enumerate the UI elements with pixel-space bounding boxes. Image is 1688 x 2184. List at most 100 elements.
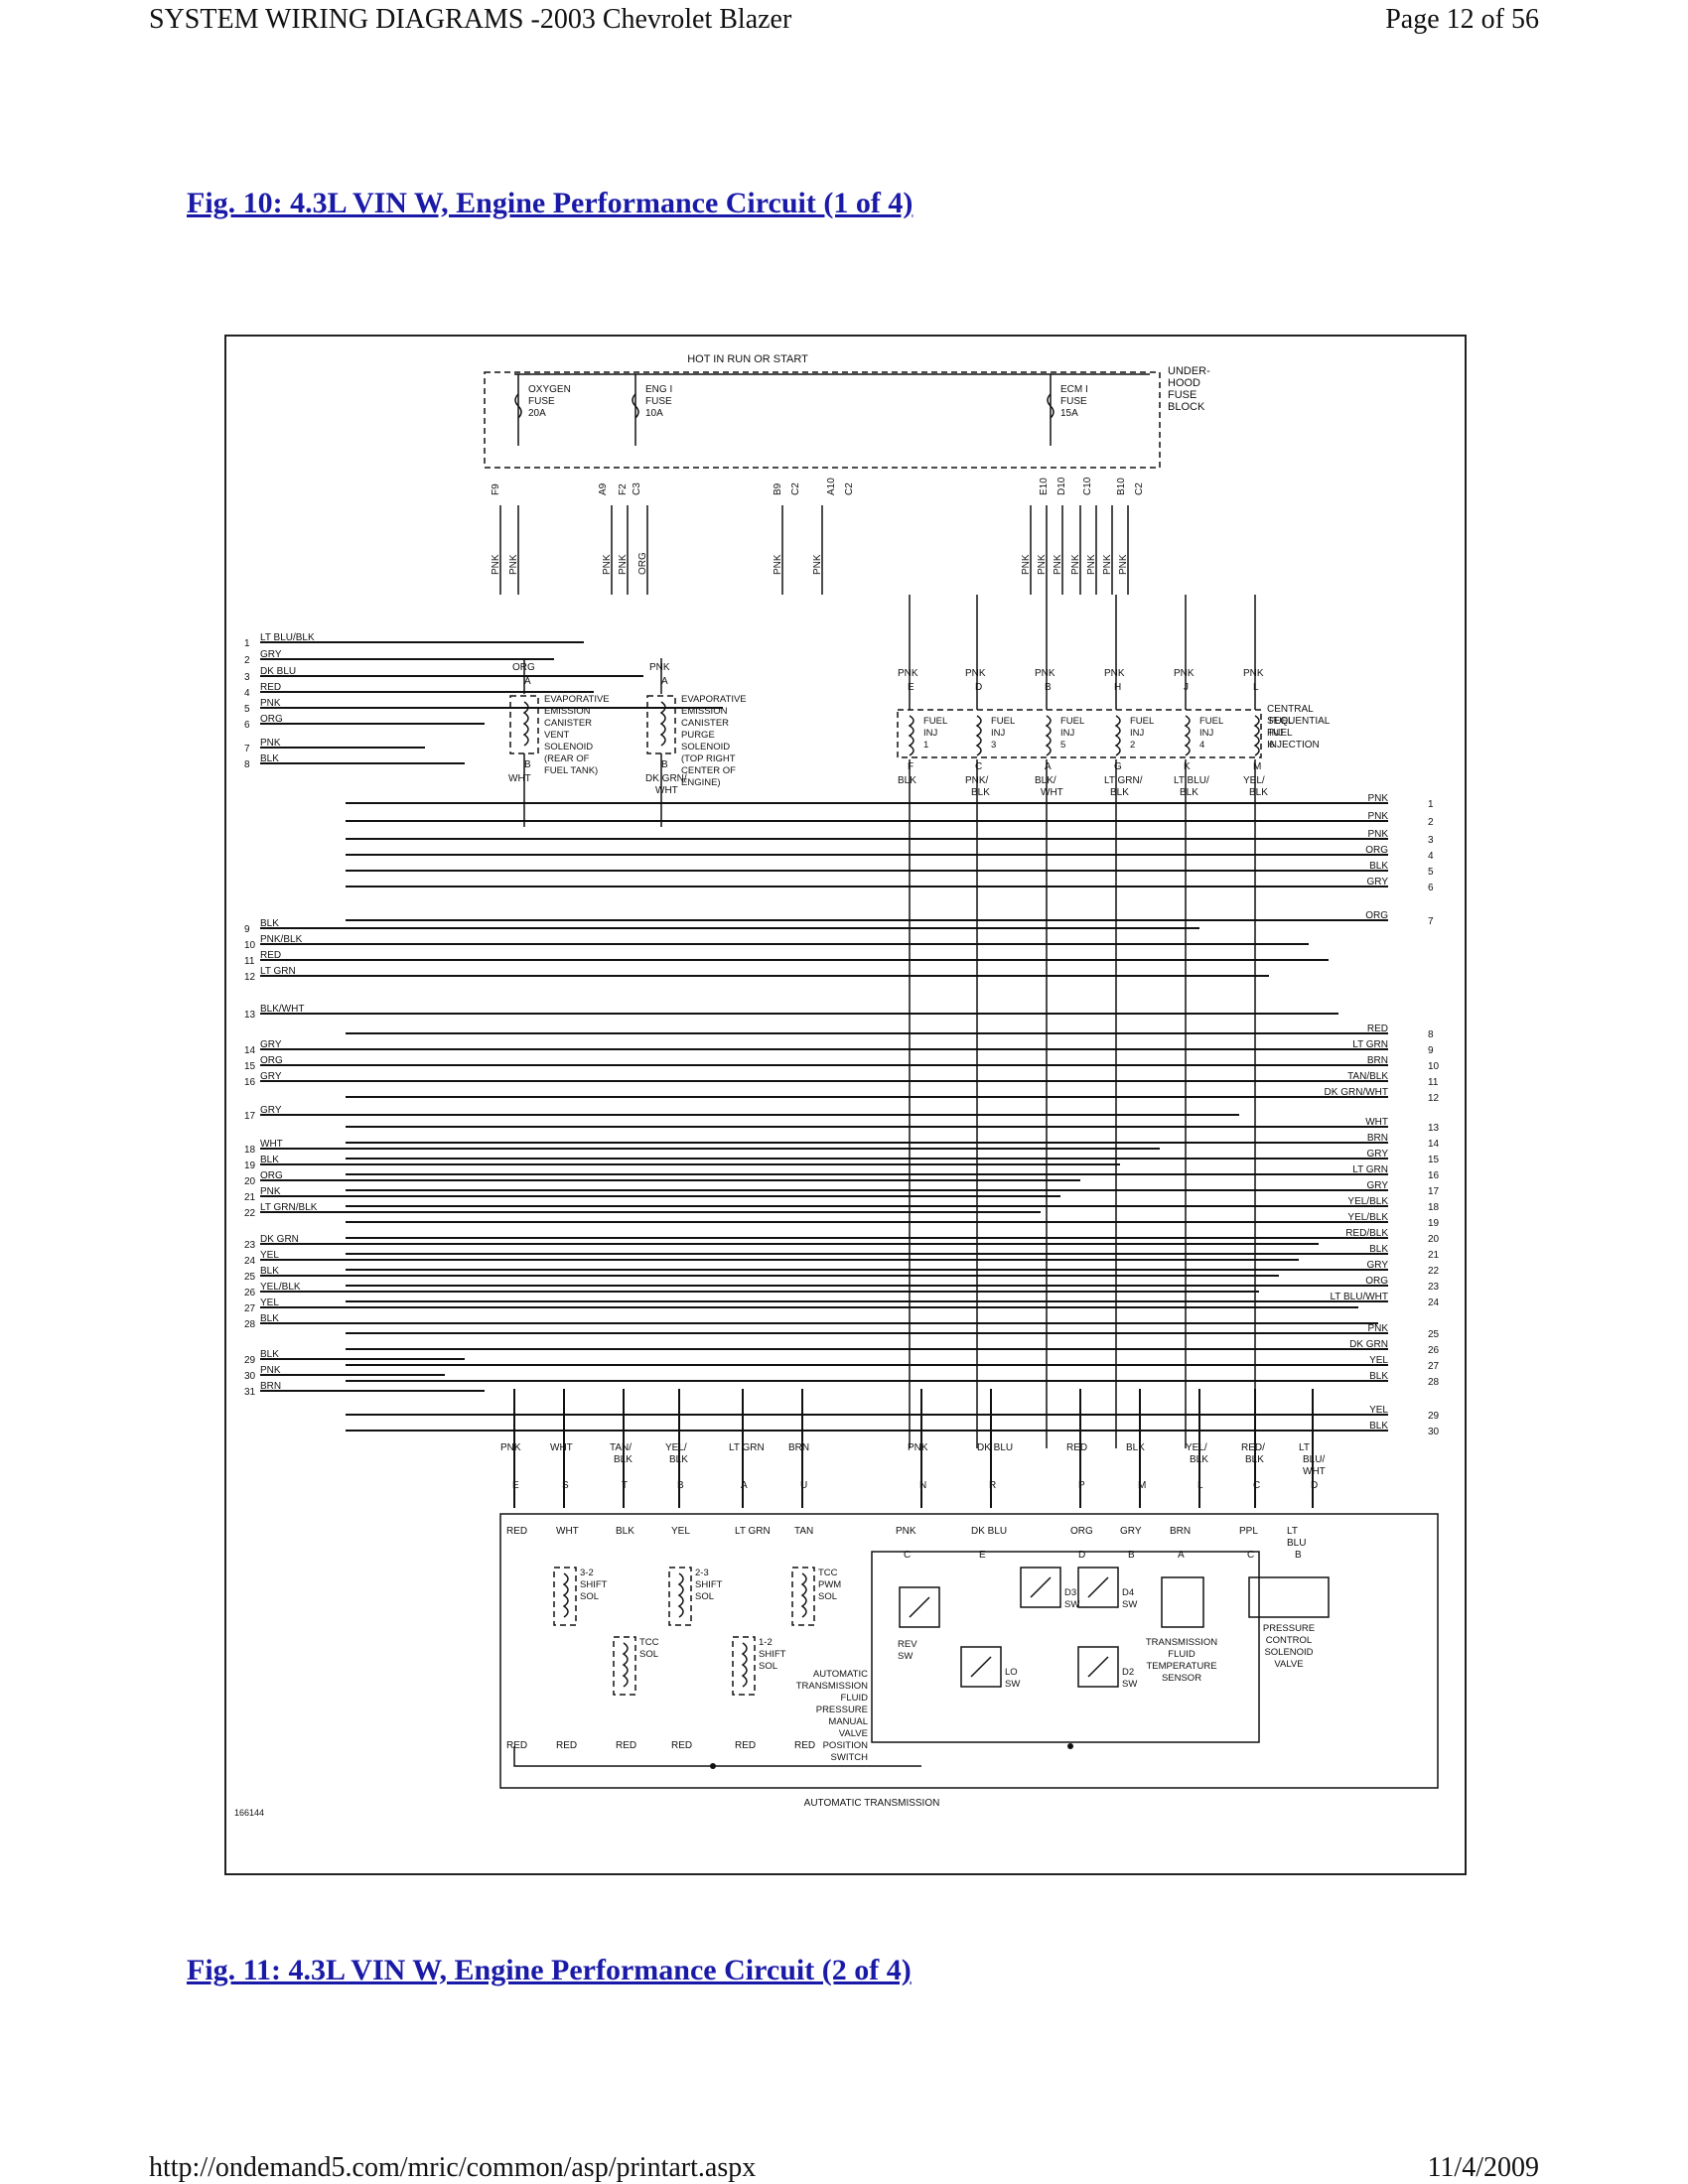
injector-num: 6 <box>1269 740 1274 751</box>
injection-label-line: INJECTION <box>1267 740 1320 751</box>
fuse-wire-color: PNK <box>618 554 629 575</box>
trans-pin-color3: WHT <box>1303 1466 1326 1477</box>
injector-bottom-color2: BLK <box>1110 787 1129 798</box>
shift-solenoid-coil <box>562 1572 569 1618</box>
purge-solenoid-label-line: CENTER OF <box>681 765 736 776</box>
trans-pin-color: RED/ <box>1241 1442 1265 1453</box>
injector-top-color: PNK <box>1243 668 1264 679</box>
switch-box <box>899 1586 940 1628</box>
left-connector-pin: 15 <box>244 1061 256 1072</box>
fuse-wire-color: PNK <box>1086 554 1097 575</box>
right-connector-color: PNK <box>1367 829 1388 840</box>
purge-solenoid-label-line: SOLENOID <box>681 742 730 752</box>
temp-sensor-box <box>1161 1576 1204 1628</box>
left-connector-pin: 11 <box>244 956 255 967</box>
switch-name-sw: SW <box>898 1651 913 1662</box>
vent-solenoid-bottom-pin: B <box>524 759 531 770</box>
injector-bottom-color2: BLK <box>1249 787 1268 798</box>
injector-name: FUEL <box>923 716 947 727</box>
fuse-label-line: ENG I <box>645 384 672 395</box>
trans-pin-letter: B <box>677 1480 684 1491</box>
vent-solenoid-label-line: VENT <box>544 730 570 741</box>
left-connector-pin: 29 <box>244 1355 256 1366</box>
right-connector-color: DK GRN/WHT <box>1325 1087 1388 1098</box>
injector-bottom-pin: C <box>975 761 982 772</box>
left-connector-pin: 18 <box>244 1145 256 1156</box>
figure-10-link[interactable]: Fig. 10: 4.3L VIN W, Engine Performance … <box>187 187 914 219</box>
bottom-red-label: RED <box>506 1740 527 1751</box>
fuse-symbol <box>1047 393 1055 419</box>
fuse-pin-label: A9 <box>598 482 609 495</box>
shift-solenoid-label-line: 1-2 <box>759 1637 773 1648</box>
injector-name2: INJ <box>1199 728 1214 739</box>
right-connector-color: GRY <box>1367 877 1389 887</box>
injector-top-pin: D <box>975 682 982 693</box>
hot-in-run-label: HOT IN RUN OR START <box>687 353 808 365</box>
left-connector-pin: 28 <box>244 1319 256 1330</box>
left-connector-pin: 4 <box>244 688 250 699</box>
right-connector-color: BLK <box>1369 861 1388 872</box>
shift-solenoid-box <box>553 1567 577 1626</box>
injector-top-color: PNK <box>1174 668 1195 679</box>
right-connector-pin: 27 <box>1428 1361 1440 1372</box>
purge-solenoid-bottom-pin: B <box>661 759 668 770</box>
diagram-id: 166144 <box>234 1808 264 1818</box>
left-connector-color: ORG <box>260 1170 283 1181</box>
left-connector-color: BLK <box>260 1266 279 1277</box>
trans-inner-color: LT GRN <box>735 1526 771 1537</box>
left-connector-pin: 16 <box>244 1077 256 1088</box>
right-connector-color: LT BLU/WHT <box>1330 1292 1388 1302</box>
shift-solenoid-label-line: 3-2 <box>580 1568 594 1578</box>
vent-solenoid-coil <box>522 701 529 747</box>
bottom-bus <box>513 1746 921 1767</box>
pcs-box <box>1248 1576 1330 1618</box>
switch-name: D4 <box>1122 1587 1134 1598</box>
left-connector-color: BRN <box>260 1381 281 1392</box>
shift-solenoid-label-line: SOL <box>759 1661 777 1672</box>
right-connector-color: DK GRN <box>1349 1339 1388 1350</box>
purge-solenoid-top-pin: A <box>661 676 668 687</box>
left-connector-color: GRY <box>260 1105 282 1116</box>
injector-coil <box>1253 715 1260 756</box>
trans-pin-letter: R <box>989 1480 996 1491</box>
pressure-switch-label-line: MANUAL <box>828 1716 868 1727</box>
left-connector-pin: 14 <box>244 1045 256 1056</box>
injector-bottom-pin: F <box>908 761 914 772</box>
left-connector-color: RED <box>260 682 281 693</box>
pressure-switch-label-line: AUTOMATIC <box>813 1669 868 1680</box>
fuse-wire-color: PNK <box>773 554 783 575</box>
left-connector-pin: 6 <box>244 720 250 731</box>
trans-pin-color: DK BLU <box>977 1442 1013 1453</box>
right-connector-color: YEL <box>1369 1405 1388 1416</box>
right-connector-pin: 21 <box>1428 1250 1440 1261</box>
bottom-red-label: RED <box>671 1740 692 1751</box>
switch-name: LO <box>1005 1667 1018 1678</box>
left-connector-pin: 21 <box>244 1192 256 1203</box>
fuse-block-label-line: FUSE <box>1168 389 1196 401</box>
right-connector-pin: 10 <box>1428 1061 1440 1072</box>
injector-bottom-color: BLK <box>898 775 916 786</box>
left-connector-pin: 12 <box>244 972 256 983</box>
left-connector-pin: 22 <box>244 1208 256 1219</box>
switch-inner-pin: C <box>904 1550 911 1561</box>
left-connector-color: BLK <box>260 1349 279 1360</box>
injector-top-pin: L <box>1253 682 1259 693</box>
temp-sensor-label-line: TEMPERATURE <box>1146 1661 1216 1672</box>
right-connector-pin: 17 <box>1428 1186 1440 1197</box>
injection-label-line: CENTRAL <box>1267 704 1314 715</box>
figure-11-link[interactable]: Fig. 11: 4.3L VIN W, Engine Performance … <box>187 1954 912 1986</box>
fuse-symbol <box>514 393 522 419</box>
fuse-label-line: FUSE <box>528 396 555 407</box>
left-connector-color: WHT <box>260 1139 283 1150</box>
right-connector-pin: 22 <box>1428 1266 1440 1277</box>
injector-num: 5 <box>1060 740 1065 751</box>
trans-pin-color: BRN <box>788 1442 809 1453</box>
left-connector-pin: 17 <box>244 1111 256 1122</box>
switch-inner-pin: C <box>1247 1550 1254 1561</box>
injector-name2: INJ <box>1130 728 1145 739</box>
right-connector-color: RED <box>1367 1024 1388 1034</box>
trans-pin-color: WHT <box>550 1442 573 1453</box>
fuse-wire-color: PNK <box>1021 554 1032 575</box>
fuse-block-label-line: BLOCK <box>1168 401 1205 413</box>
trans-pin-letter: D <box>1311 1480 1318 1491</box>
